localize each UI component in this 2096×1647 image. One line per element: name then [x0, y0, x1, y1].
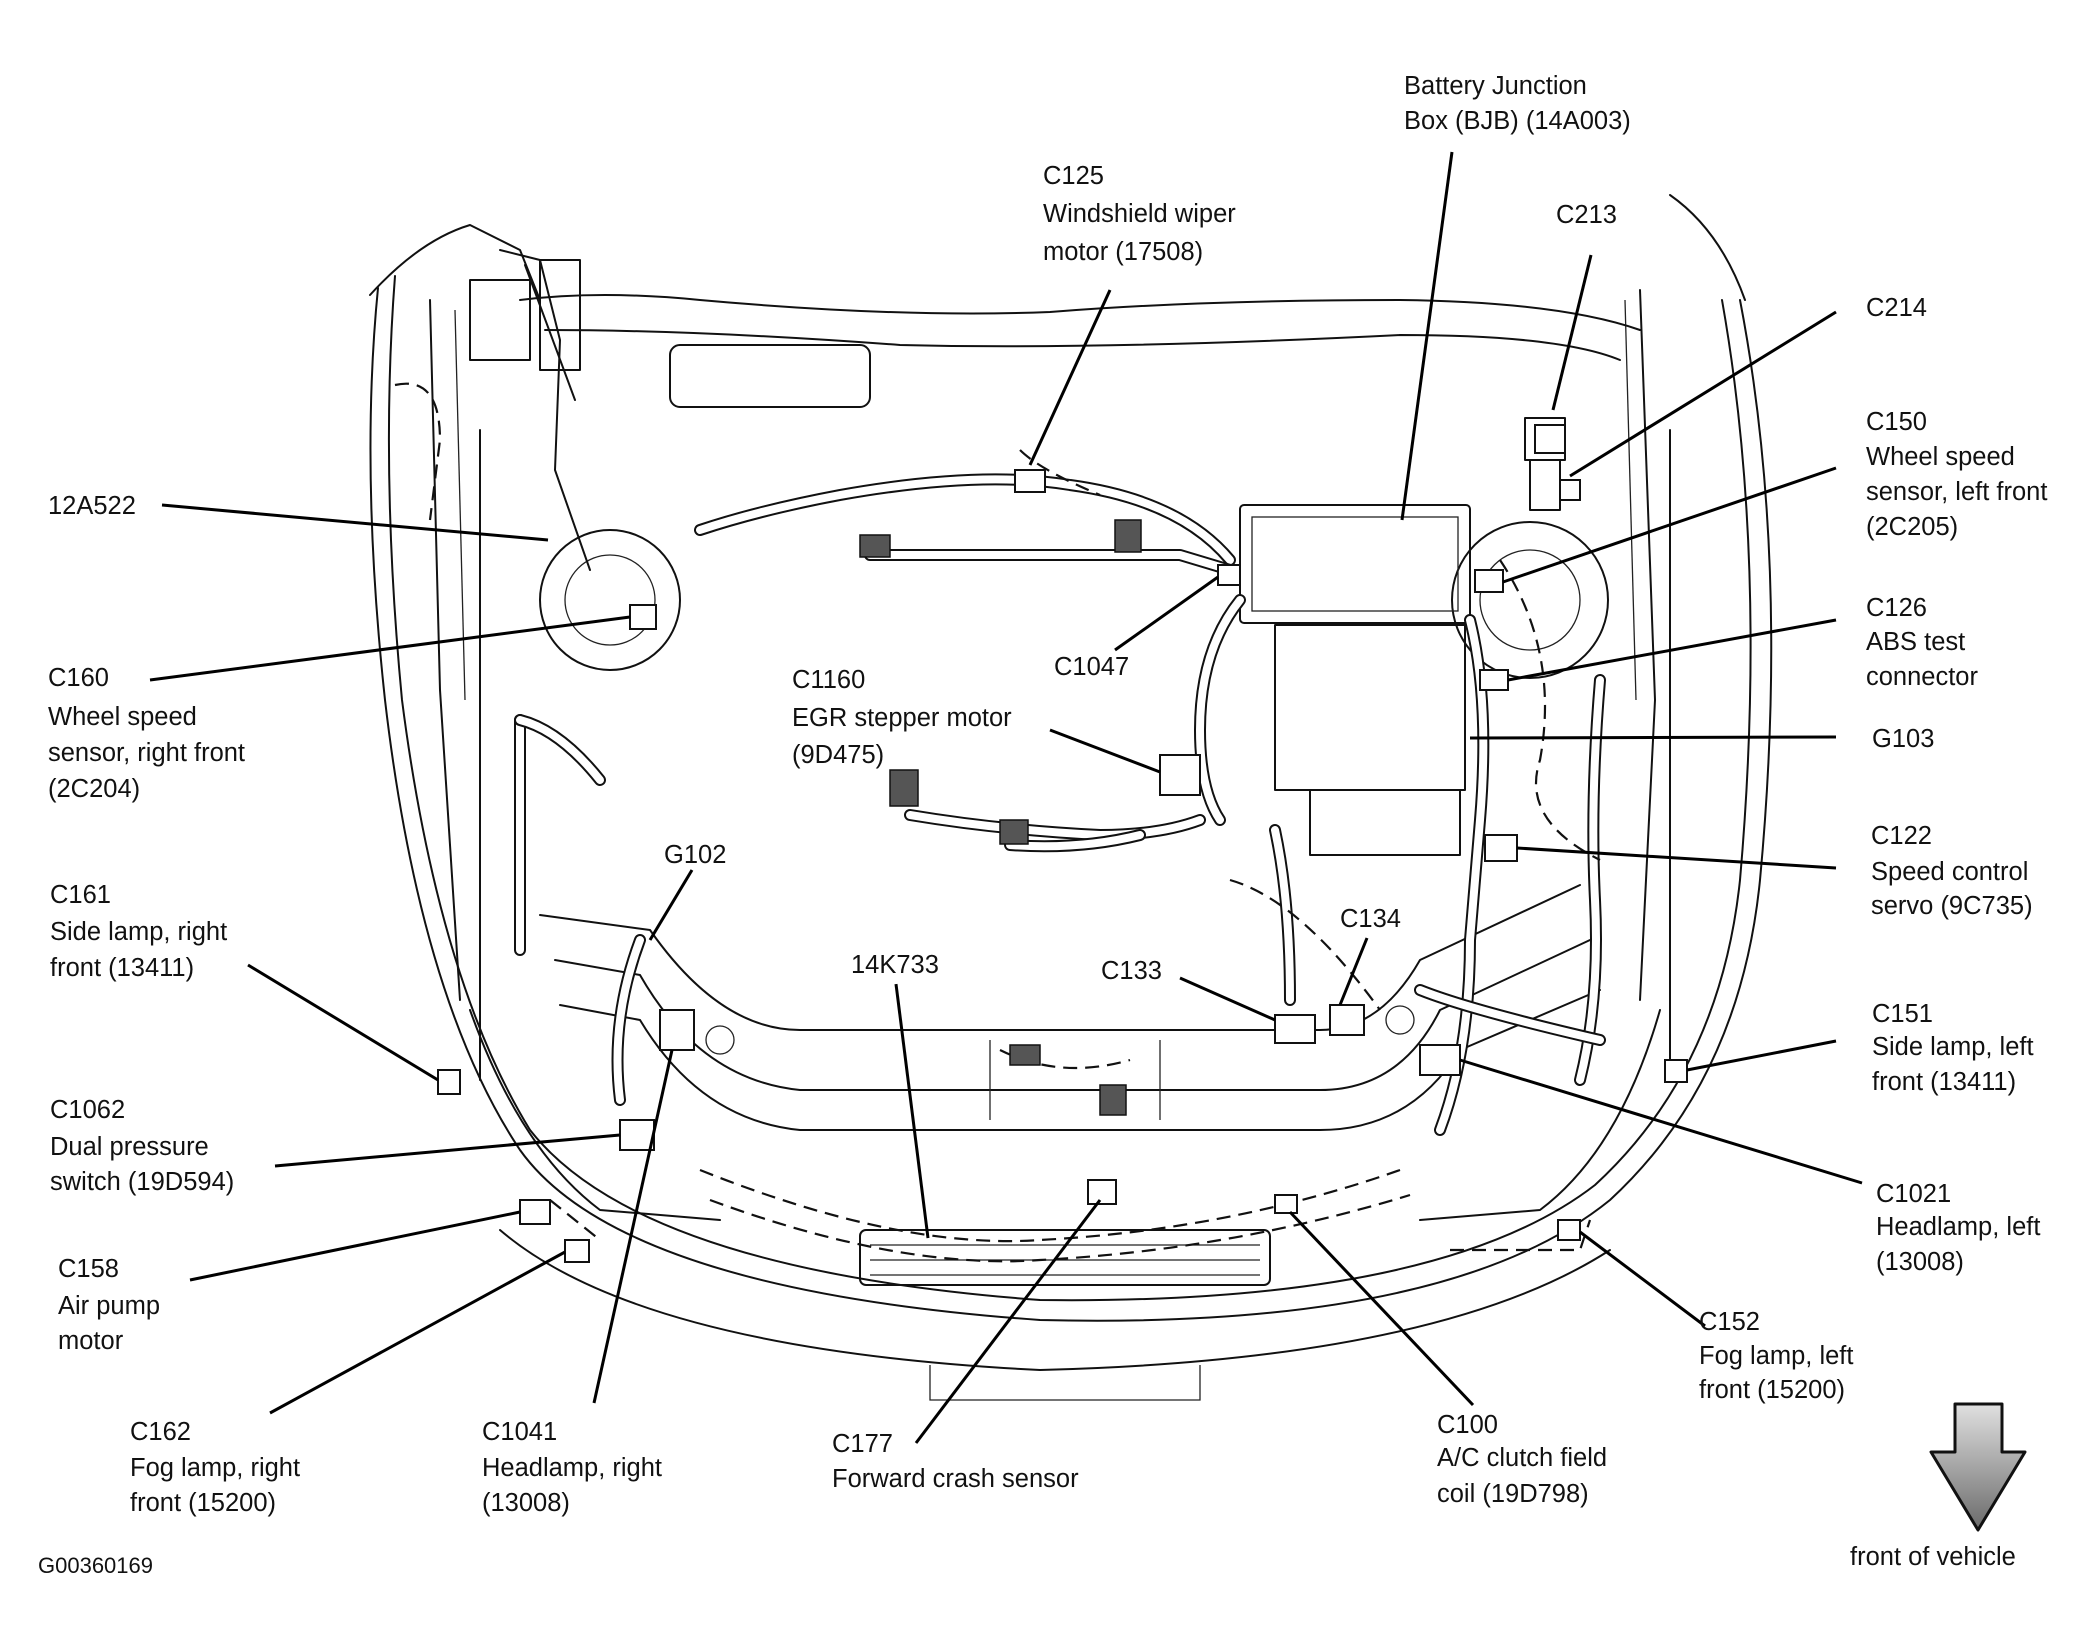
connectors: [437, 424, 1688, 1263]
label-12a522: 12A522: [48, 492, 136, 520]
connector-c151: [1664, 1059, 1688, 1083]
label-c214: C214: [1866, 294, 1927, 322]
connector-c158: [519, 1199, 551, 1225]
connector-c214: [1559, 479, 1581, 501]
figure-id: G00360169: [38, 1553, 153, 1578]
connector-c162: [564, 1239, 590, 1263]
connector-c1062: [619, 1119, 655, 1151]
front-of-vehicle-indicator: front of vehicle: [1850, 1402, 2027, 1571]
connector-c133: [1274, 1014, 1316, 1044]
connector-c150: [1474, 569, 1504, 593]
connector-c122: [1484, 834, 1518, 862]
connector-c1160: [1159, 754, 1201, 796]
label-c1047: C1047: [1054, 653, 1129, 681]
down-arrow-icon: [1929, 1402, 2027, 1532]
leader-lines: [149, 151, 1863, 1444]
front-of-vehicle-label: front of vehicle: [1850, 1543, 2016, 1571]
connector-c134: [1329, 1004, 1365, 1036]
connector-c161: [437, 1069, 461, 1095]
label-g103: G103: [1872, 725, 1934, 753]
battery-junction-box: [1239, 504, 1471, 624]
connector-c177: [1087, 1179, 1117, 1205]
vehicle-outline-art: [369, 194, 1773, 1401]
connector-c1041: [659, 1009, 695, 1051]
connector-c126: [1479, 669, 1509, 691]
label-c213: C213: [1556, 201, 1617, 229]
connector-c152: [1557, 1219, 1581, 1241]
connector-c1021: [1419, 1044, 1461, 1076]
connector-c160: [629, 604, 657, 630]
label-c134: C134: [1340, 905, 1401, 933]
connector-c213: [1534, 424, 1566, 454]
connector-c100: [1274, 1194, 1298, 1214]
connector-c125: [1014, 469, 1046, 493]
connector-c1047: [1217, 564, 1241, 586]
label-14k733: 14K733: [851, 951, 939, 979]
label-g102: G102: [664, 841, 726, 869]
label-c133: C133: [1101, 957, 1162, 985]
